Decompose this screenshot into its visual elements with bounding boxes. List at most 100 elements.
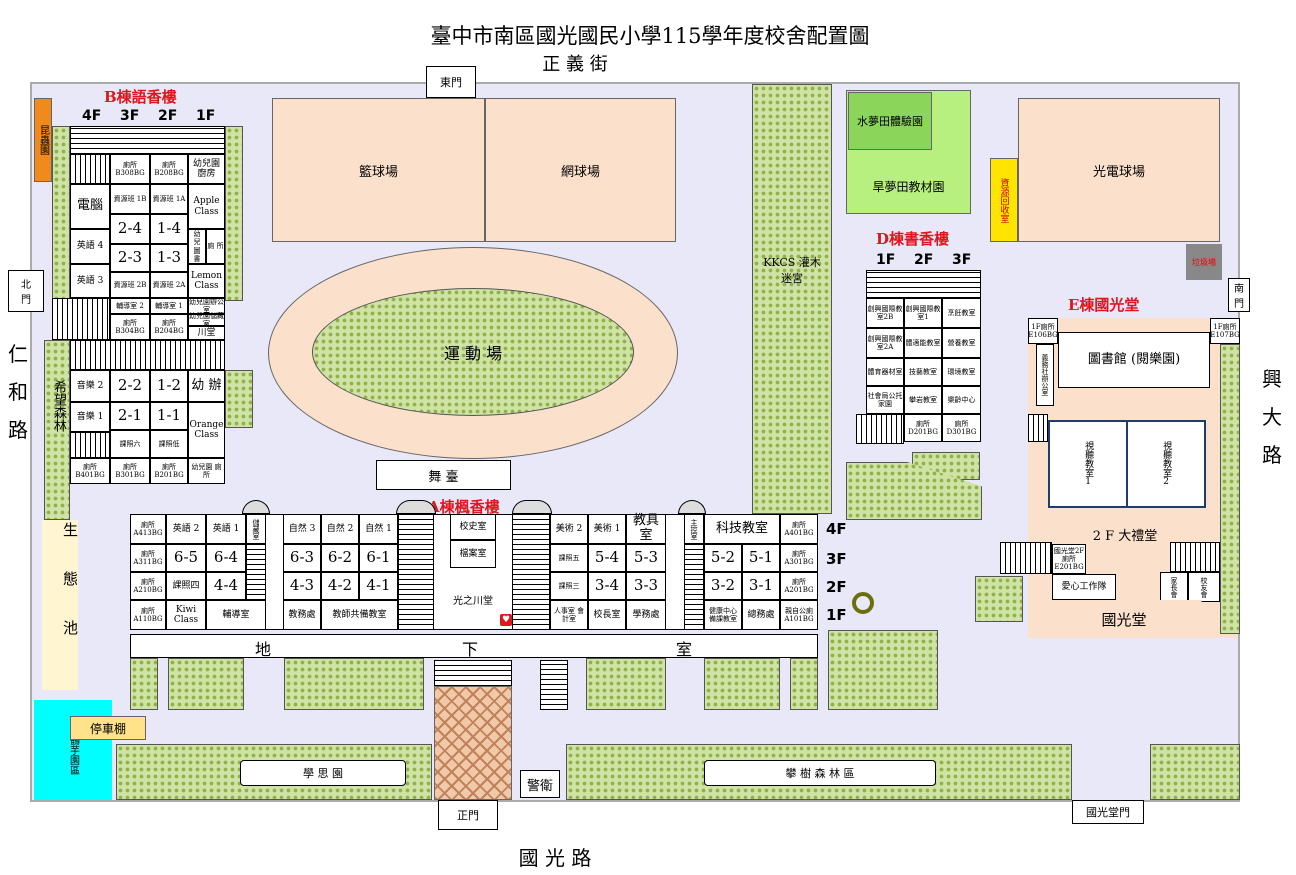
street-north: 正 義 街 — [542, 54, 608, 75]
archive-room: 檔案室 — [450, 540, 496, 568]
main-gate: 正門 — [438, 800, 498, 830]
b-floor-4f: 4F — [82, 108, 102, 124]
entrance-path — [434, 686, 512, 800]
toilet-b304: 廁所 B304BG — [110, 314, 150, 340]
kkcs-label: KKCS 灌木迷宮 — [763, 256, 821, 285]
street-west-char: 仁 — [8, 342, 28, 366]
art-2: 美術 2 — [550, 514, 588, 544]
trash-area: 垃圾場 — [1186, 244, 1222, 280]
basement-label-1: 地 — [255, 640, 272, 659]
grass-se — [1150, 744, 1240, 800]
class-5-1: 5-1 — [742, 544, 780, 572]
class-4-1: 4-1 — [359, 572, 398, 600]
class-2-3: 2-3 — [110, 244, 150, 272]
pta-room: 家長會 — [1160, 572, 1188, 602]
toilet-d301: 廁所 D301BG — [942, 414, 981, 442]
building-b-title: B棟語香樓 — [104, 88, 177, 106]
south-gate-char-2: 門 — [1234, 299, 1244, 310]
personnel-office: 人事室 會計室 — [550, 600, 588, 630]
kid-toilet: 幼兒園 廁所 — [188, 458, 225, 484]
class-1-1: 1-1 — [150, 402, 188, 430]
grass-s2 — [168, 658, 244, 710]
street-east: 興 大 路 — [1260, 360, 1284, 474]
guard-booth: 警衛 — [520, 770, 560, 798]
street-west-char: 和 — [8, 380, 28, 404]
toilet-a110: 廁所 A110BG — [130, 600, 166, 630]
general-affairs: 總務處 — [742, 600, 780, 630]
class-4-2: 4-2 — [321, 572, 359, 600]
guoguang-gate: 國光堂門 — [1072, 800, 1144, 824]
e-stairs — [1028, 414, 1048, 442]
toilet-b301: 廁所 B301BG — [110, 458, 150, 484]
d-room-social: 社會局公托家園 — [866, 386, 904, 414]
music-1: 音樂 1 — [70, 402, 110, 432]
north-gate: 北 門 — [8, 270, 44, 312]
class-6-4: 6-4 — [206, 544, 246, 572]
xuesi-label: 學 思 園 — [240, 760, 406, 786]
d-room-1: 創興國際教室1 — [904, 298, 942, 328]
class-2-4: 2-4 — [110, 214, 150, 244]
class-4-3: 4-3 — [283, 572, 321, 600]
playground-field: 運 動 場 — [312, 288, 634, 416]
class-6-3: 6-3 — [283, 544, 321, 572]
history-room: 校史室 — [450, 514, 496, 540]
d-floor-3f: 3F — [952, 252, 972, 268]
art-1: 美術 1 — [588, 514, 626, 544]
e-grass-east — [1220, 344, 1240, 634]
a-dome-3 — [512, 500, 552, 514]
class-5-3: 5-3 — [626, 544, 666, 572]
hope-forest-label: 希望森林 — [51, 380, 66, 432]
d-stairs-bottom — [856, 414, 904, 444]
kid-storage: 幼兒園儲藏室 — [188, 311, 225, 328]
orange-class: Orange Class — [188, 402, 225, 458]
a-well-icon — [852, 592, 874, 614]
basement-label-2: 下 — [462, 640, 479, 659]
d-room-2a: 創興國際教室2A — [866, 328, 904, 358]
b-stairs-bottom — [70, 432, 110, 458]
water-field: 水夢田體驗園 — [848, 92, 932, 150]
class-3-2: 3-2 — [704, 572, 742, 600]
b-stairs-top — [70, 126, 225, 154]
d-room-2b: 創興國際教室2B — [866, 298, 904, 328]
class-6-1: 6-1 — [359, 544, 398, 572]
tennis-court: 網球場 — [485, 98, 676, 242]
toilet-a210: 廁所 A210BG — [130, 572, 166, 600]
south-gate: 南 門 — [1228, 278, 1250, 312]
class-1-4: 1-4 — [150, 214, 188, 244]
a-stairs-3 — [512, 514, 550, 630]
computer-room: 電腦 — [70, 184, 110, 229]
guoguang-hall: 國光堂 — [1046, 600, 1202, 638]
page-title: 臺中市南區國光國民小學115學年度校舍配置圖 — [430, 24, 870, 48]
a-floor-4f: 4F — [826, 520, 847, 538]
library: 圖書館 (閱樂園) — [1058, 332, 1210, 388]
basement-label-3: 室 — [676, 640, 693, 659]
kid-library: 幼 兒 圖 書 — [188, 229, 206, 264]
panshu-label: 攀 樹 森 林 區 — [704, 760, 936, 786]
guangzhi-hall: 光之川堂 — [453, 595, 493, 607]
grass-s6 — [790, 658, 818, 710]
toilet-a301: 廁所 A301BG — [780, 544, 818, 572]
d-room-craft: 技藝教室 — [904, 358, 942, 386]
street-west: 仁 和 路 — [6, 335, 30, 449]
b-stairs-side — [70, 154, 110, 184]
e-grass-west — [975, 576, 1023, 622]
aixin-team: 愛心工作隊 — [1052, 574, 1116, 600]
toilet-e201: 國光堂2F 廁所 E201BG — [1052, 544, 1086, 574]
aed-icon: ♥ — [500, 614, 512, 626]
a-stairs-2 — [398, 514, 434, 630]
class-4-4: 4-4 — [206, 572, 246, 600]
d-room-prof: 攀岩教室 — [904, 386, 942, 414]
class-5-2: 5-2 — [704, 544, 742, 572]
grass-s1 — [130, 658, 158, 710]
b-stairs-lower — [70, 340, 225, 370]
kkcs-maze — [752, 84, 832, 514]
street-south: 國 光 路 — [518, 846, 592, 870]
street-east-char: 興 — [1262, 367, 1282, 391]
class-2-2: 2-2 — [110, 370, 150, 402]
b-floor-2f: 2F — [158, 108, 178, 124]
street-east-char: 大 — [1262, 405, 1282, 429]
apple-class: Apple Class — [188, 184, 225, 229]
taro-garden: 白鶴芋園區 — [34, 700, 112, 800]
a-floor-3f: 3F — [826, 550, 847, 568]
toilet-b204: 廁所 B204BG — [150, 314, 188, 340]
